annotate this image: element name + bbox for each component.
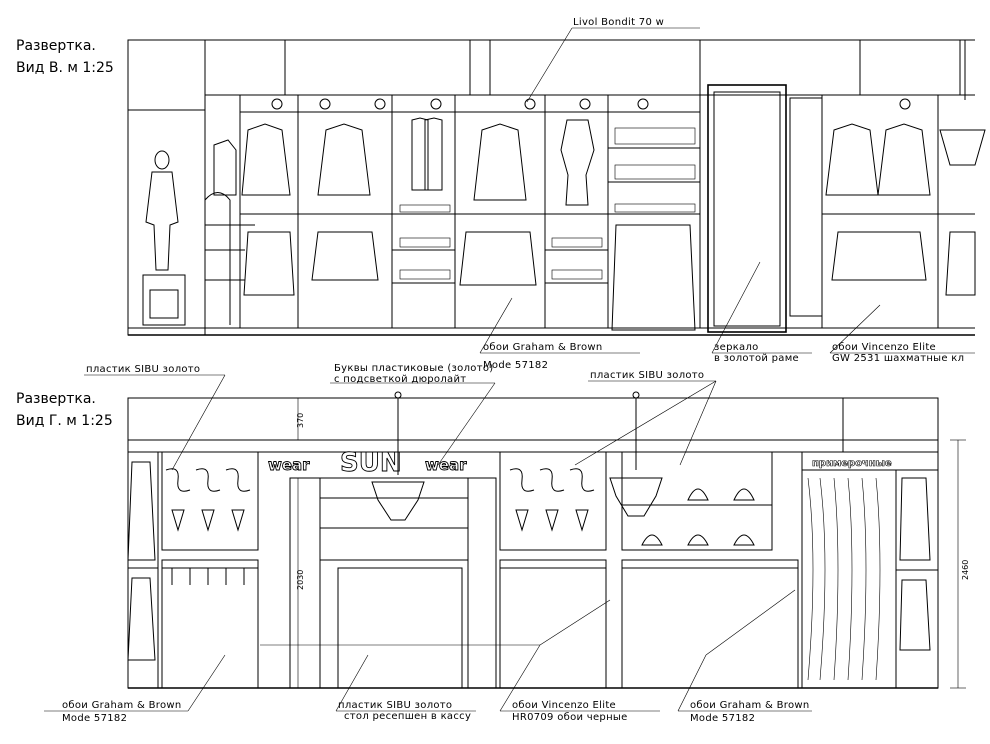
dim-370: 370 — [296, 413, 305, 428]
wallpaper-gb-callout: обои Graham & Brown — [483, 342, 603, 353]
chandelier-view-b — [939, 40, 986, 166]
folded-clothes — [399, 127, 696, 280]
sign-wear-right: wear — [425, 456, 467, 474]
plastic-desk-callout-line2: стол ресепшен в кассу — [344, 711, 471, 722]
view-b-title-line2: Вид В. м 1:25 — [16, 60, 114, 76]
mirror-callout-line1: зеркало — [714, 342, 759, 353]
plastic-desk-callout-line1: пластик SIBU золото — [338, 700, 452, 711]
mannequin — [142, 150, 186, 326]
sign-wear-left: wear — [268, 456, 310, 474]
shelving-posts — [239, 95, 975, 328]
wallpaper-gb-left-code: Mode 57182 — [62, 713, 127, 724]
sign-sun: SUN — [340, 448, 402, 478]
reception-portal — [289, 391, 497, 689]
view-g-elevation: Развертка. Вид Г. м 1:25 370 2030 2460 — [16, 363, 970, 724]
mirror-callout-line2: в золотой раме — [714, 353, 799, 364]
wallpaper-gb-right-callout: обои Graham & Brown — [690, 700, 810, 711]
dim-2460: 2460 — [961, 560, 970, 580]
mirror-frame — [707, 84, 823, 333]
left-display-panel — [161, 451, 259, 689]
letters-callout-line2: с подсветкой дюролайт — [334, 374, 466, 385]
dim-2030: 2030 — [296, 570, 305, 590]
wallpaper-gb-right-code: Mode 57182 — [690, 713, 755, 724]
letters-callout-line1: Буквы пластиковые (золото) — [334, 363, 493, 374]
wallpaper-ve-callout-line2: HR0709 обои черные — [512, 712, 628, 723]
wallpaper-ve-callout-line1: обои Vincenzo Elite — [832, 342, 936, 353]
fitting-room-sign: примерочные — [812, 458, 892, 469]
view-g-title-line1: Развертка. — [16, 391, 96, 407]
plastic-right-callout: пластик SIBU золото — [590, 370, 704, 381]
view-g-title-line2: Вид Г. м 1:25 — [16, 413, 113, 429]
wallpaper-gb-code: Mode 57182 — [483, 360, 548, 371]
wallpaper-ve-callout-line2: GW 2531 шахматные кл — [832, 353, 964, 364]
plastic-left-callout: пластик SIBU золото — [86, 364, 200, 375]
left-side-rack — [127, 452, 159, 688]
view-b-title-line1: Развертка. — [16, 38, 96, 54]
view-b-elevation: Развертка. Вид В. м 1:25 — [16, 17, 986, 371]
hanging-jackets — [213, 117, 976, 331]
right-display-panel — [499, 391, 799, 689]
store-sign: wear SUN wear — [268, 448, 468, 479]
wallpaper-ve-callout-line1: обои Vincenzo Elite — [512, 700, 616, 711]
dimensions: 370 2030 2460 — [296, 398, 970, 689]
lamp-callout: Livol Bondit 70 w — [573, 17, 664, 28]
accessory-stand — [204, 192, 255, 325]
track-spotlights — [271, 98, 911, 110]
fitting-room: примерочные — [801, 398, 939, 689]
wallpaper-gb-left-callout: обои Graham & Brown — [62, 700, 182, 711]
